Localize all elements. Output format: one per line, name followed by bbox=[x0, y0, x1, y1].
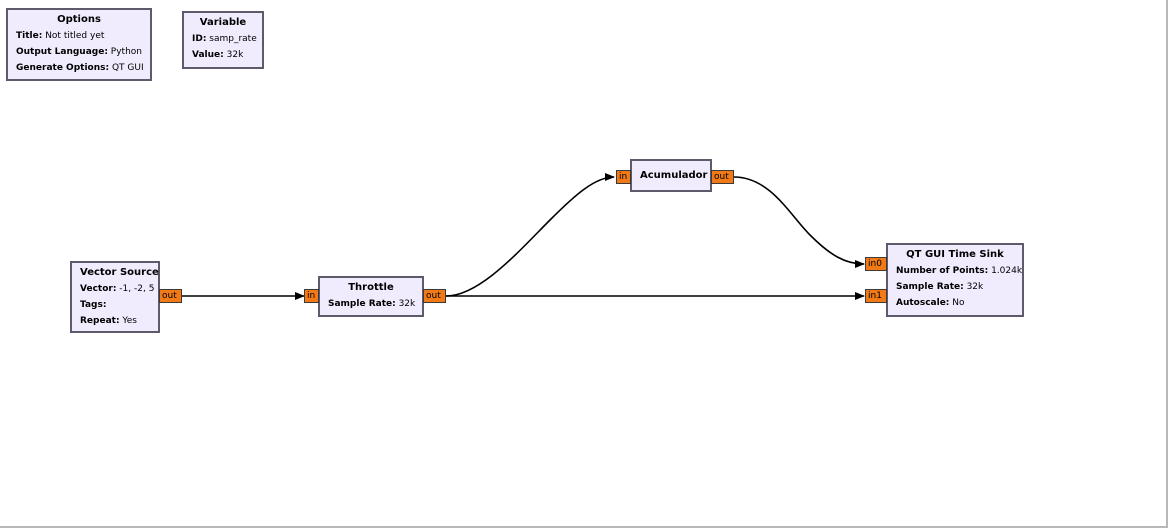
throttle-in-port[interactable]: in bbox=[304, 289, 319, 303]
param-id: ID: samp_rate bbox=[192, 34, 257, 44]
param-number-of-points: Number of Points: 1.024k bbox=[896, 266, 1023, 276]
param-title: Title: Not titled yet bbox=[16, 31, 105, 41]
param-output-language: Output Language: Python bbox=[16, 47, 142, 57]
acumulador-block[interactable]: Acumulador bbox=[630, 159, 712, 192]
param-vector: Vector: -1, -2, 5 bbox=[80, 284, 155, 294]
block-title: Options bbox=[57, 14, 101, 25]
param-generate-options: Generate Options: QT GUI bbox=[16, 63, 144, 73]
vector-source-out-port[interactable]: out bbox=[159, 289, 182, 303]
connection-throttle-to-acumulador[interactable] bbox=[445, 173, 615, 297]
variable-block[interactable]: Variable ID: samp_rate Value: 32k bbox=[182, 11, 264, 69]
time-sink-block[interactable]: QT GUI Time Sink Number of Points: 1.024… bbox=[886, 243, 1024, 317]
block-title: Throttle bbox=[348, 282, 394, 293]
throttle-out-port[interactable]: out bbox=[423, 289, 446, 303]
param-value: Value: 32k bbox=[192, 50, 244, 60]
throttle-block[interactable]: Throttle Sample Rate: 32k bbox=[318, 276, 424, 317]
options-block[interactable]: Options Title: Not titled yet Output Lan… bbox=[6, 8, 152, 81]
block-title: Vector Source bbox=[80, 267, 159, 278]
block-title: QT GUI Time Sink bbox=[906, 249, 1004, 260]
time-sink-in1-port[interactable]: in1 bbox=[865, 289, 887, 303]
param-autoscale: Autoscale: No bbox=[896, 298, 965, 308]
param-sample-rate: Sample Rate: 32k bbox=[896, 282, 984, 292]
vector-source-block[interactable]: Vector Source Vector: -1, -2, 5 Tags: Re… bbox=[70, 261, 160, 333]
acumulador-in-port[interactable]: in bbox=[616, 170, 631, 184]
time-sink-in0-port[interactable]: in0 bbox=[865, 257, 887, 271]
block-title: Acumulador bbox=[640, 170, 708, 181]
param-repeat: Repeat: Yes bbox=[80, 316, 137, 326]
connection-acumulador-to-time-sink-in0[interactable] bbox=[733, 176, 865, 268]
param-tags: Tags: bbox=[80, 300, 107, 310]
acumulador-out-port[interactable]: out bbox=[711, 170, 734, 184]
param-sample-rate: Sample Rate: 32k bbox=[328, 299, 416, 309]
block-title: Variable bbox=[199, 17, 247, 28]
